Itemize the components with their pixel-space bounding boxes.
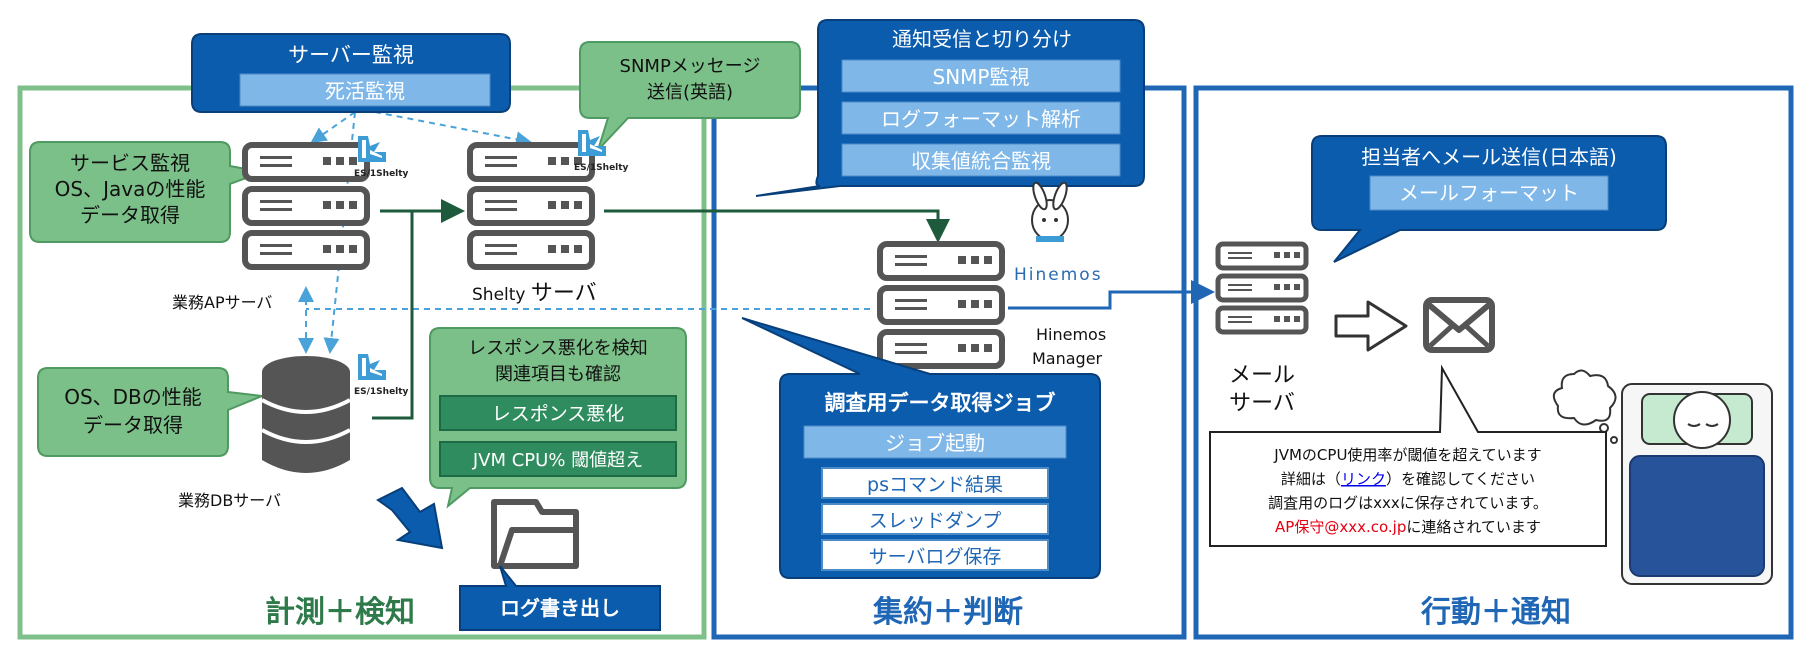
shelty-server-label: Shelty サーバ xyxy=(472,281,597,306)
es-shelty-logo-app: ES/1Shelty xyxy=(354,136,409,179)
service-monitor-line2: OS、Javaの性能 xyxy=(55,177,206,201)
mail-server-label-line1: メール xyxy=(1229,363,1295,388)
job-item-1: スレッドダンプ xyxy=(869,510,1001,532)
server-monitor-title: サーバー監視 xyxy=(288,43,414,67)
block-arrow-to-folder xyxy=(376,486,444,550)
dash-monitor-app xyxy=(310,111,356,144)
section-aggregate-title: 集約＋判断 xyxy=(872,595,1023,630)
section-action-title: 行動＋通知 xyxy=(1420,595,1571,630)
notify-filter-callout: 通知受信と切り分け SNMP監視 ログフォーマット解析 収集値統合監視 xyxy=(755,19,1145,197)
mail-message-bubble: JVMのCPU使用率が閾値を超えています 詳細は（リンク）を確認してください 調… xyxy=(1209,364,1607,547)
hinemos-server-icon xyxy=(880,244,1002,366)
log-output-label: ログ書き出し xyxy=(500,596,620,620)
mail-msg-line2: 詳細は（リンク）を確認してください xyxy=(1281,470,1535,488)
response-line1: レスポンス悪化を検知 xyxy=(468,338,648,359)
mail-send-title: 担当者へメール送信(日本語) xyxy=(1361,145,1617,169)
frame-action xyxy=(1193,85,1794,640)
app-server-label: 業務APサーバ xyxy=(172,293,272,312)
mail-send-item: メールフォーマット xyxy=(1399,181,1579,205)
mail-msg-line4: AP保守@xxx.co.jpに連絡されています xyxy=(1275,518,1541,536)
envelope-icon xyxy=(1423,297,1495,353)
mail-server-label-line2: サーバ xyxy=(1229,391,1295,416)
es-shelty-logo-db: ES/1Shelty xyxy=(354,354,409,397)
dash-monitor-db xyxy=(323,111,356,354)
svg-text:ES/1Shelty: ES/1Shelty xyxy=(354,387,409,397)
snmp-send-line1: SNMPメッセージ xyxy=(620,56,761,77)
mail-msg-link[interactable]: リンク xyxy=(1341,470,1386,488)
db-server-icon xyxy=(261,356,351,473)
response-item1: レスポンス悪化 xyxy=(492,403,625,425)
log-output-box: ログ書き出し xyxy=(459,565,661,631)
notify-filter-item-0: SNMP監視 xyxy=(933,65,1030,89)
server-monitor-item: 死活監視 xyxy=(325,79,405,103)
arrow-shelty-hinemos xyxy=(604,209,950,243)
job-callout: 調査用データ取得ジョブ ジョブ起動 psコマンド結果 スレッドダンプ サーバログ… xyxy=(741,317,1101,579)
svg-text:ES/1Shelty: ES/1Shelty xyxy=(354,169,409,179)
service-monitor-callout: サービス監視 OS、Javaの性能 データ取得 xyxy=(29,141,266,243)
app-server-icon xyxy=(245,145,367,267)
job-start: ジョブ起動 xyxy=(885,431,985,455)
mail-server-icon xyxy=(1218,244,1306,332)
job-title: 調査用データ取得ジョブ xyxy=(825,391,1056,415)
response-line2: 関連項目も確認 xyxy=(495,364,621,385)
notify-filter-item-1: ログフォーマット解析 xyxy=(881,107,1081,131)
service-monitor-line1: サービス監視 xyxy=(70,151,190,175)
service-monitor-line3: データ取得 xyxy=(80,203,180,227)
dash-monitor-shelty xyxy=(374,111,532,148)
db-perf-callout: OS、DBの性能 データ取得 xyxy=(37,367,266,457)
section-measure-title: 計測＋検知 xyxy=(265,595,415,630)
snmp-send-callout: SNMPメッセージ 送信(英語) xyxy=(579,41,801,151)
response-item2: JVM CPU% 閾値超え xyxy=(472,450,643,471)
notify-filter-title: 通知受信と切り分け xyxy=(892,27,1072,51)
hinemos-logo: Hinemos xyxy=(1014,181,1103,285)
hinemos-label-line2: Manager xyxy=(1032,349,1103,368)
arrow-db-shelty xyxy=(372,211,414,420)
db-server-label: 業務DBサーバ xyxy=(178,491,281,510)
hinemos-logo-text: Hinemos xyxy=(1014,265,1103,285)
snmp-send-line2: 送信(英語) xyxy=(647,82,733,103)
es-shelty-logo-shelty: ES/1Shelty xyxy=(574,130,629,173)
mail-msg-line1: JVMのCPU使用率が閾値を超えています xyxy=(1273,446,1541,464)
mail-msg-line3: 調査用のログはxxxに保存されています。 xyxy=(1268,494,1548,512)
svg-text:ES/1Shelty: ES/1Shelty xyxy=(574,163,629,173)
hinemos-label-line1: Hinemos xyxy=(1036,325,1106,344)
server-monitor-callout: サーバー監視 死活監視 xyxy=(191,33,511,113)
db-perf-line2: データ取得 xyxy=(83,413,183,437)
mail-send-callout: 担当者へメール送信(日本語) メールフォーマット xyxy=(1311,135,1667,263)
db-perf-line1: OS、DBの性能 xyxy=(64,385,202,409)
job-item-0: psコマンド結果 xyxy=(867,474,1003,496)
job-item-2: サーバログ保存 xyxy=(869,546,1002,568)
sleeping-person-illustration xyxy=(1552,369,1773,585)
notify-filter-item-2: 収集値統合監視 xyxy=(911,149,1051,173)
folder-icon xyxy=(491,499,579,569)
arrow-hinemos-mail xyxy=(1008,280,1215,310)
response-callout: レスポンス悪化を検知 関連項目も確認 レスポンス悪化 JVM CPU% 閾値超え xyxy=(429,327,687,509)
outline-arrow-to-mail xyxy=(1334,300,1408,352)
